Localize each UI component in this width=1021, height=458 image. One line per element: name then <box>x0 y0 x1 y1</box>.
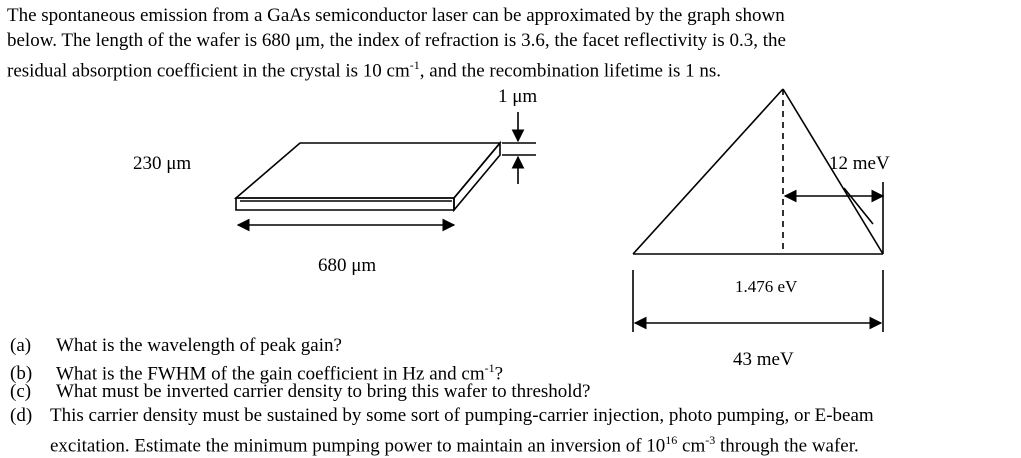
base-width-label: 43 meV <box>733 349 794 370</box>
question-d-line-2c: through the wafer. <box>715 435 859 457</box>
question-d-line-2b: cm <box>677 435 706 457</box>
thickness-label: 1 μm <box>498 86 538 107</box>
statement-line-2: below. The length of the wafer is 680 μm… <box>7 30 786 51</box>
statement-line-3-b: , and the recombination lifetime is 1 ns… <box>419 60 722 82</box>
question-a: (a) What is the wavelength of peak gain? <box>10 334 342 358</box>
peak-energy-label: 1.476 eV <box>735 277 798 296</box>
question-d-tag: (d) <box>10 405 33 426</box>
triangle-left-edge <box>632 88 784 255</box>
question-b-tag: (b) <box>10 363 33 385</box>
superscript-cm-1: -1 <box>409 58 420 72</box>
question-d: (d) This carrier density must be sustaine… <box>10 404 874 428</box>
statement-line-1: The spontaneous emission from a GaAs sem… <box>7 5 785 26</box>
question-b-end: ? <box>494 363 504 385</box>
question-d-line-2a: excitation. Estimate the minimum pumping… <box>50 435 666 457</box>
question-a-tag: (a) <box>10 335 32 356</box>
question-d-line-1: This carrier density must be sustained b… <box>50 405 874 426</box>
statement-line-3-a: residual absorption coefficient in the c… <box>7 60 410 82</box>
spectrum-diagram <box>632 88 885 332</box>
wafer-diagram <box>233 140 502 213</box>
question-b: (b) What is the FWHM of the gain coeffici… <box>10 356 503 386</box>
question-d-continued: excitation. Estimate the minimum pumping… <box>50 428 859 458</box>
label-pointer-line <box>843 187 874 225</box>
question-d-sup-3: -3 <box>705 433 716 447</box>
statement-line-3: residual absorption coefficient in the c… <box>7 53 1017 83</box>
wafer-front-face <box>235 197 455 211</box>
half-width-label: 12 meV <box>829 153 890 174</box>
wafer-side-face <box>453 140 501 213</box>
question-c-tag: (c) <box>10 381 32 402</box>
triangle-right-edge <box>782 88 884 255</box>
length-label: 680 μm <box>318 255 377 276</box>
question-c-text: What must be inverted carrier density to… <box>56 381 591 402</box>
width-label: 230 μm <box>133 153 192 174</box>
question-d-sup-16: 16 <box>665 433 678 447</box>
question-a-text: What is the wavelength of peak gain? <box>56 335 342 356</box>
question-b-superscript: -1 <box>484 361 495 375</box>
problem-statement: The spontaneous emission from a GaAs sem… <box>7 3 1017 83</box>
question-c: (c) What must be inverted carrier density… <box>10 380 590 404</box>
question-b-text: What is the FWHM of the gain coefficient… <box>56 363 485 385</box>
thickness-indicator <box>502 112 536 184</box>
